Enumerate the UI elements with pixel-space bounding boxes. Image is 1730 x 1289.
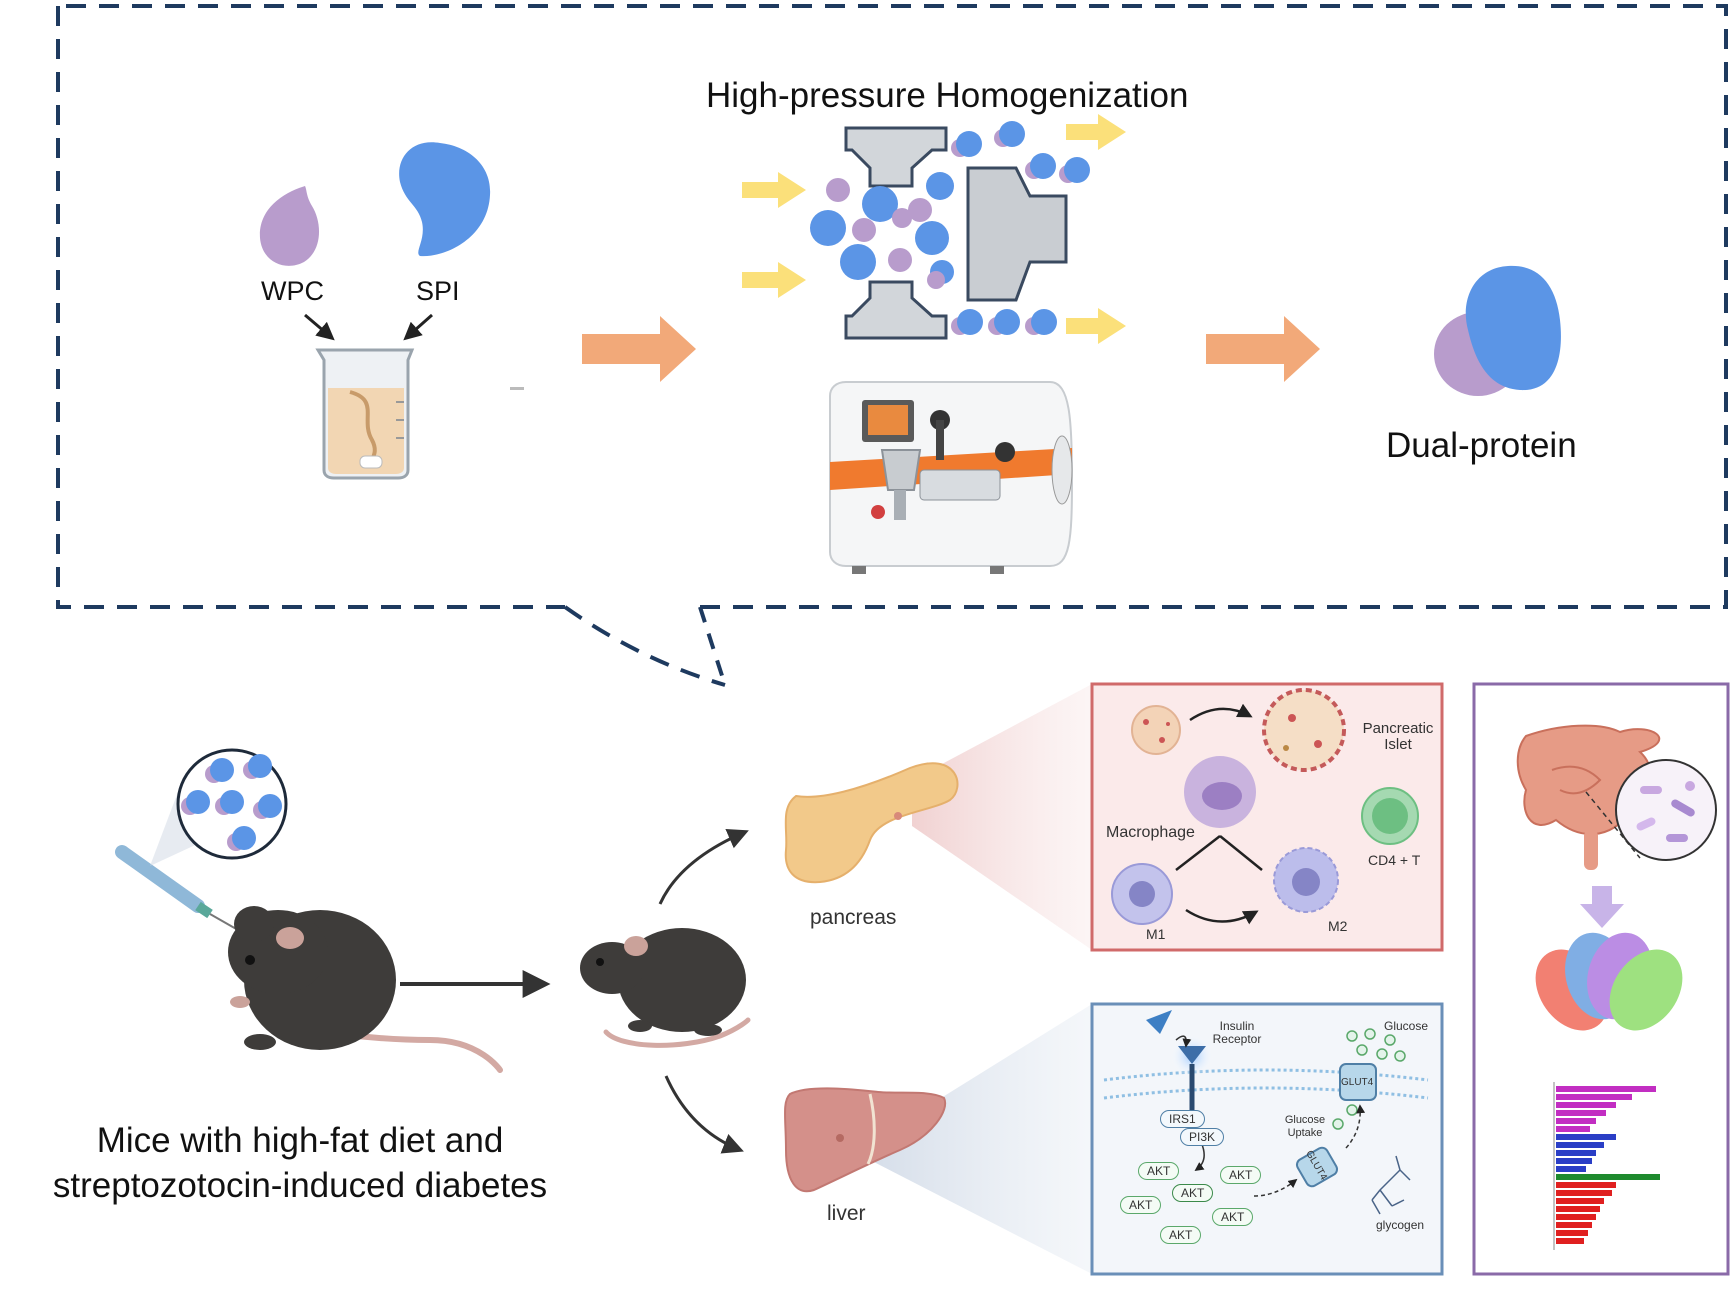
beaker-icon: [315, 348, 415, 480]
akt-node-5: AKT: [1160, 1226, 1202, 1244]
pancreas-icon: [784, 762, 959, 884]
treated-mouse-icon: [580, 928, 751, 1048]
glucose-uptake-label: Glucose Uptake: [1284, 1114, 1326, 1139]
akt-node-3: AKT: [1120, 1196, 1162, 1214]
nanoparticle-zoom-circle: [176, 748, 288, 860]
m1-to-m2-arrow: [1185, 908, 1259, 925]
spi-label: SPI: [416, 276, 460, 306]
syringe-icon: [115, 845, 239, 931]
protein-particles: [810, 121, 1090, 335]
wpc-arrow: [304, 313, 335, 341]
liver-label: liver: [827, 1202, 866, 1225]
glut4-vesicle-icon: [1295, 1146, 1339, 1188]
glycogen-label: glycogen: [1376, 1218, 1425, 1232]
process-title: High-pressure Homogenization: [706, 76, 1189, 115]
akt-node-4: AKT: [1212, 1208, 1254, 1226]
m2-macrophage-icon: [1273, 847, 1339, 913]
process-frame: [56, 4, 1728, 687]
islet-arrow: [1189, 703, 1253, 722]
homogenizer-valve-schematic: [844, 126, 1068, 340]
spi-protein-icon: [399, 142, 491, 257]
pancreas-label: pancreas: [810, 906, 897, 929]
model-caption: Mice with high-fat diet and streptozotoc…: [30, 1118, 570, 1208]
macrophage-icon: [1184, 756, 1256, 828]
process-arrow-1: [582, 316, 696, 382]
islet-small-icon: [1131, 705, 1181, 755]
dual-protein-label: Dual-protein: [1386, 426, 1577, 465]
akt-node-1: AKT: [1138, 1162, 1180, 1180]
m1-macrophage-icon: [1111, 863, 1173, 925]
flow-arrows-yellow: [742, 114, 1126, 344]
venn-diagram-icon: [1535, 932, 1683, 1031]
glut4-membrane-label: GLUT4: [1341, 1077, 1374, 1088]
gut-down-arrow: [1580, 886, 1624, 928]
akt-node-phospho: AKT: [1172, 1184, 1214, 1202]
liver-icon: [784, 1087, 947, 1193]
glucose-label: Glucose: [1384, 1019, 1429, 1033]
insulin-icon: [1146, 1010, 1172, 1034]
m2-label: M2: [1328, 918, 1348, 934]
glut4-membrane-icon: [1339, 1063, 1377, 1101]
caption-line-1: Mice with high-fat diet and: [96, 1121, 504, 1160]
akt-node-2: AKT: [1220, 1166, 1262, 1184]
m1-label: M1: [1146, 926, 1166, 942]
pancreatic-islet-label: Pancreatic Islet: [1362, 720, 1434, 753]
lefse-bar-chart-icon: [1553, 1082, 1660, 1250]
insulin-receptor-label: Insulin Receptor: [1212, 1019, 1262, 1046]
wpc-label: WPC: [261, 276, 324, 306]
dual-protein-icon: [1434, 265, 1561, 396]
insulin-receptor-icon: [1178, 1046, 1206, 1064]
macrophage-label: Macrophage: [1106, 824, 1195, 841]
microbiota-zoom-circle: [1615, 759, 1717, 861]
glycogen-icon: [1371, 1155, 1411, 1215]
spi-arrow: [403, 313, 433, 341]
to-liver-arrow: [664, 1075, 744, 1154]
cd4-t-cell-icon: [1361, 787, 1419, 845]
irs1-node: IRS1: [1160, 1110, 1205, 1128]
homogenizer-machine-icon: [829, 381, 1074, 574]
cd4-t-label: CD4 + T: [1368, 852, 1421, 868]
diabetic-mouse-icon: [228, 906, 503, 1073]
liver-zoom-cone: [870, 1004, 1092, 1274]
islet-large-icon: [1262, 688, 1346, 772]
pi3k-node: PI3K: [1180, 1128, 1225, 1146]
caption-line-2: streptozotocin-induced diabetes: [52, 1166, 548, 1205]
pancreas-zoom-cone: [912, 684, 1092, 950]
to-pancreas-arrow: [658, 829, 749, 905]
process-arrow-2: [1206, 316, 1320, 382]
wpc-protein-icon: [259, 186, 320, 266]
